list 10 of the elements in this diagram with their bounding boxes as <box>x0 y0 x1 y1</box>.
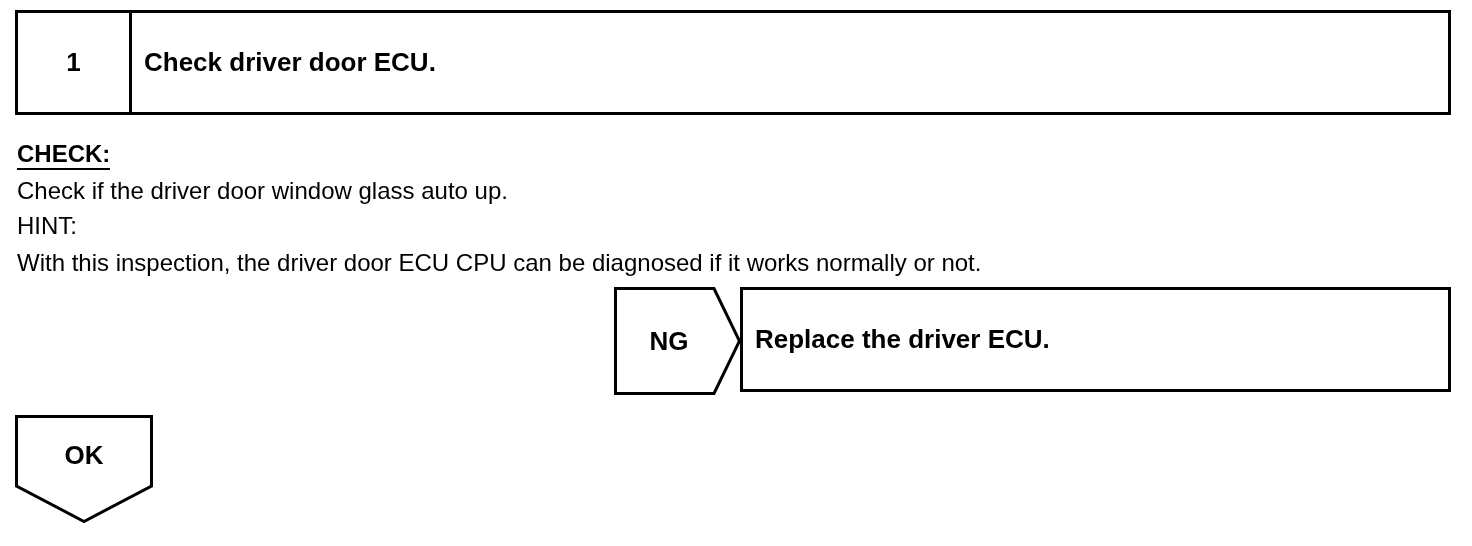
result-label: NG <box>649 324 689 358</box>
body-text: Check if the driver door window glass auto up. <box>17 177 508 205</box>
step-number: 1 <box>66 46 81 79</box>
result-label: OK <box>64 438 104 472</box>
step-title: Check driver door ECU. <box>144 46 436 79</box>
body-text: With this inspection, the driver door ECU CPU can be diagnosed if it works normally or not. <box>17 249 982 277</box>
section-heading: CHECK: <box>17 140 111 170</box>
step-header-box <box>15 10 1451 115</box>
hint-heading: HINT: <box>17 212 77 240</box>
action-text: Replace the driver ECU. <box>755 323 1050 356</box>
